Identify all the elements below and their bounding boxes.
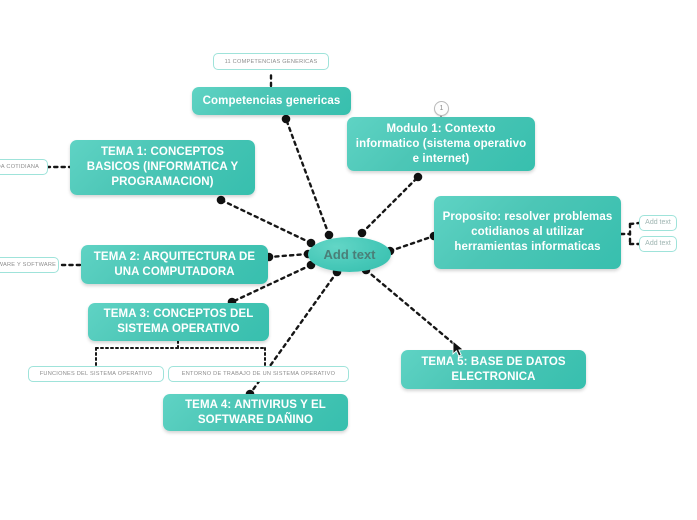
- edge-center-proposito: [388, 234, 436, 253]
- tag-add-text-1[interactable]: Add text: [639, 215, 677, 231]
- node-label: TEMA 1: CONCEPTOS BASICOS (INFORMATICA Y…: [86, 146, 239, 188]
- node-label: TEMA 2: ARQUITECTURA DE UNA COMPUTADORA: [93, 250, 256, 278]
- node-label: Modulo 1: Contexto informatico (sistema …: [355, 122, 527, 165]
- node-label: TEMA 5: BASE DE DATOS ELECTRONICA: [421, 355, 566, 383]
- node-tema-1[interactable]: TEMA 1: CONCEPTOS BASICOS (INFORMATICA Y…: [70, 140, 255, 195]
- collapsed-children-badge[interactable]: 1: [434, 101, 449, 116]
- tag-hardware-y-software[interactable]: HARDWARE Y SOFTWARE: [0, 257, 59, 273]
- edge-proposito-add1: [628, 221, 641, 226]
- node-modulo-1[interactable]: Modulo 1: Contexto informatico (sistema …: [347, 117, 535, 171]
- edge-center-tema1: [219, 198, 313, 245]
- node-label: TEMA 3: CONCEPTOS DEL SISTEMA OPERATIVO: [103, 308, 254, 335]
- tag-funciones-del-sistema-operativo[interactable]: FUNCIONES DEL SISTEMA OPERATIVO: [28, 366, 164, 382]
- node-competencias-genericas[interactable]: Competencias genericas: [192, 87, 351, 115]
- center-node[interactable]: Add text: [308, 237, 391, 272]
- node-tema-4[interactable]: TEMA 4: ANTIVIRUS Y EL SOFTWARE DAÑINO: [163, 394, 348, 431]
- edge-center-tema2: [267, 252, 310, 259]
- center-node-label: Add text: [323, 247, 376, 262]
- edge-center-tema5: [364, 268, 462, 351]
- mouse-cursor-icon: [452, 340, 465, 357]
- node-tema-2[interactable]: TEMA 2: ARQUITECTURA DE UNA COMPUTADORA: [81, 245, 268, 284]
- tag-11-competencias-genericas[interactable]: 11 COMPETENCIAS GENERICAS: [213, 53, 329, 70]
- tag-entorno-de-trabajo[interactable]: ENTORNO DE TRABAJO DE UN SISTEMA OPERATI…: [168, 366, 349, 382]
- edge-center-competencias: [284, 117, 331, 237]
- node-label: Competencias genericas: [202, 94, 341, 107]
- node-tema-3[interactable]: TEMA 3: CONCEPTOS DEL SISTEMA OPERATIVO: [88, 303, 269, 341]
- tag-add-text-2[interactable]: Add text: [639, 236, 677, 252]
- node-label: Proposito: resolver problemas cotidianos…: [442, 211, 613, 253]
- node-proposito[interactable]: Proposito: resolver problemas cotidianos…: [434, 196, 621, 269]
- node-label: TEMA 4: ANTIVIRUS Y EL SOFTWARE DAÑINO: [185, 398, 326, 426]
- tag-vida-cotidiana[interactable]: VIDA COTIDIANA: [0, 159, 48, 175]
- node-tema-5[interactable]: TEMA 5: BASE DE DATOS ELECTRONICA: [401, 350, 586, 389]
- edge-center-modulo1: [360, 175, 420, 235]
